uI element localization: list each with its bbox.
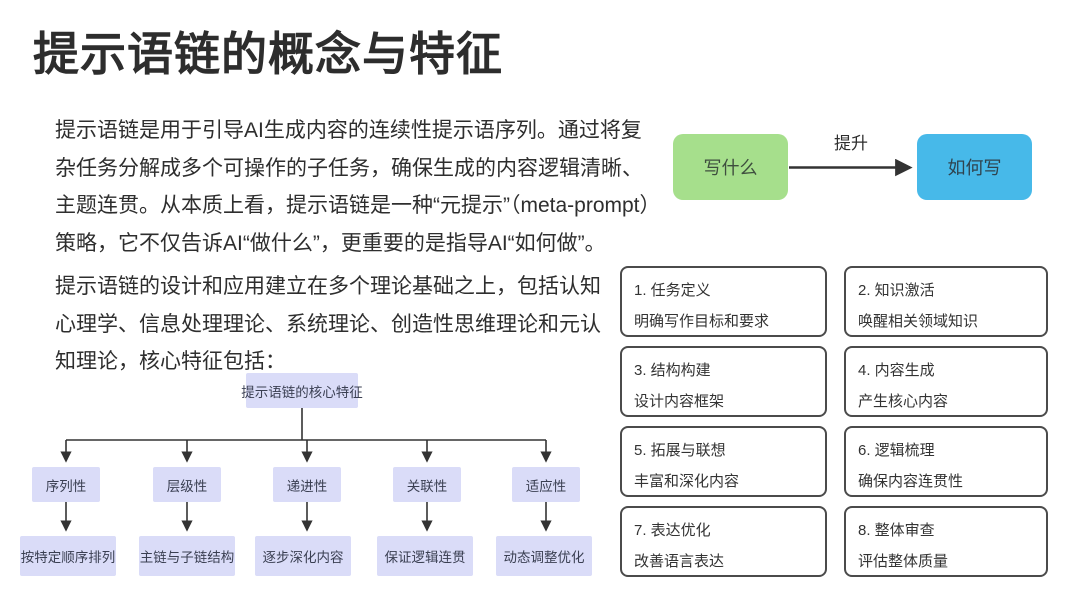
step-desc: 评估整体质量	[858, 553, 949, 570]
tree-branch-progress: 递进性	[273, 467, 341, 502]
step-desc: 改善语言表达	[634, 553, 725, 570]
step-card-1: 1. 任务定义 明确写作目标和要求	[620, 266, 827, 337]
tree-leaf-hierarchy: 主链与子链结构	[139, 536, 235, 576]
theory-paragraph: 提示语链的设计和应用建立在多个理论基础之上，包括认知 心理学、信息处理理论、系统…	[55, 275, 601, 374]
step-title: 4. 内容生成	[858, 362, 935, 379]
tree-branch-relevance: 关联性	[393, 467, 461, 502]
step-title: 1. 任务定义	[634, 282, 711, 299]
step-desc: 产生核心内容	[858, 393, 949, 410]
step-card-5: 5. 拓展与联想 丰富和深化内容	[620, 426, 827, 497]
step-card-4: 4. 内容生成 产生核心内容	[844, 346, 1048, 417]
step-desc: 明确写作目标和要求	[634, 313, 770, 330]
step-card-8: 8. 整体审查 评估整体质量	[844, 506, 1048, 577]
tree-root: 提示语链的核心特征	[241, 373, 363, 408]
step-title: 8. 整体审查	[858, 522, 935, 539]
step-title: 2. 知识激活	[858, 282, 935, 299]
step-card-6: 6. 逻辑梳理 确保内容连贯性	[844, 426, 1048, 497]
step-card-2: 2. 知识激活 唤醒相关领域知识	[844, 266, 1048, 337]
step-title: 6. 逻辑梳理	[858, 442, 935, 459]
tree-branch-adaptivity: 适应性	[512, 467, 580, 502]
step-desc: 唤醒相关领域知识	[858, 313, 979, 330]
step-card-7: 7. 表达优化 改善语言表达	[620, 506, 827, 577]
intro-paragraph: 提示语链是用于引导AI生成内容的连续性提示语序列。通过将复 杂任务分解成多个可操…	[55, 119, 661, 255]
tree-leaf-adaptivity: 动态调整优化	[496, 536, 592, 576]
tree-leaf-progress: 逐步深化内容	[255, 536, 351, 576]
step-title: 7. 表达优化	[634, 522, 711, 539]
flow-arrow-label: 提升	[834, 134, 868, 153]
tree-branch-hierarchy: 层级性	[153, 467, 221, 502]
flow-node-what-to-write: 写什么	[673, 134, 788, 200]
tree-leaf-sequence: 按特定顺序排列	[20, 536, 116, 576]
step-desc: 确保内容连贯性	[858, 473, 964, 490]
flow-node-how-to-write: 如何写	[917, 134, 1032, 200]
writing-steps-grid: 1. 任务定义 明确写作目标和要求 2. 知识激活 唤醒相关领域知识 3. 结构…	[620, 266, 1050, 578]
step-desc: 丰富和深化内容	[634, 473, 740, 490]
page-title: 提示语链的概念与特征	[33, 28, 503, 80]
step-title: 5. 拓展与联想	[634, 442, 726, 459]
step-card-3: 3. 结构构建 设计内容框架	[620, 346, 827, 417]
step-title: 3. 结构构建	[634, 362, 711, 379]
tree-branch-sequence: 序列性	[32, 467, 100, 502]
step-desc: 设计内容框架	[634, 393, 725, 410]
tree-leaf-relevance: 保证逻辑连贯	[377, 536, 473, 576]
